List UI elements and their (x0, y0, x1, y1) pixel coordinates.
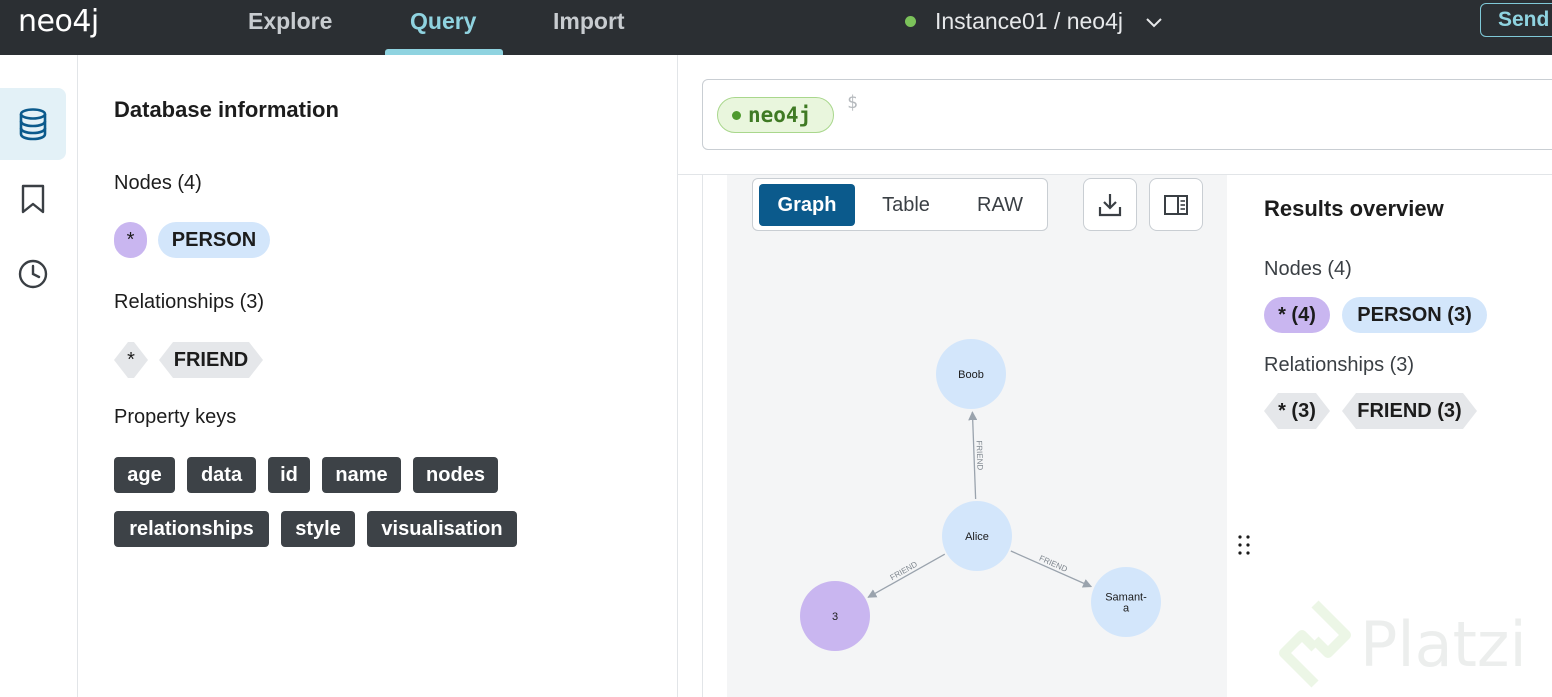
watermark-text: Platzi (1360, 607, 1527, 681)
result-view-switcher: Graph Table RAW (752, 178, 1048, 231)
toggle-results-panel-button[interactable] (1149, 178, 1203, 231)
neo4j-logo[interactable]: neo4j (18, 4, 99, 39)
history-icon (18, 259, 48, 289)
rail-saved-queries[interactable] (0, 163, 66, 235)
graph-node-label: Alice (965, 531, 989, 543)
relationship-edge-alice-three[interactable] (867, 553, 946, 598)
panel-title: Database information (114, 97, 339, 122)
overview-relationship-chip-friend[interactable]: FRIEND (3) (1342, 393, 1477, 429)
rail-query-history[interactable] (0, 238, 66, 310)
top-bar: neo4j Explore Query Import Instance01 / … (0, 0, 1552, 55)
property-key-age[interactable]: age (114, 457, 175, 493)
database-selector[interactable]: neo4j (717, 97, 834, 133)
side-rail (0, 55, 78, 697)
database-name: neo4j (748, 103, 812, 127)
graph-node-label: Samant- (1105, 592, 1147, 604)
chevron-down-icon (1146, 17, 1162, 27)
property-key-visualisation[interactable]: visualisation (367, 511, 517, 547)
instance-name: Instance01 / neo4j (935, 8, 1123, 34)
editor-prompt: $ (847, 92, 858, 113)
drag-handle-icon[interactable] (1236, 534, 1252, 556)
node-chip-person[interactable]: PERSON (158, 222, 270, 258)
platzi-logo-icon (1279, 600, 1351, 688)
rail-database-information[interactable] (0, 88, 66, 160)
connection-status-dot (905, 16, 916, 27)
relationship-chip-all[interactable]: * (114, 342, 148, 378)
relationship-label: FRIEND (1038, 554, 1069, 574)
logo-text: neo4j (18, 4, 99, 39)
tab-table[interactable]: Table (882, 193, 930, 216)
download-icon (1098, 193, 1122, 216)
database-status-dot (732, 110, 741, 120)
graph-node-label: Boob (958, 369, 984, 381)
graph-node-samantha[interactable] (1091, 567, 1161, 637)
tab-raw[interactable]: RAW (977, 193, 1023, 216)
database-icon (19, 108, 47, 141)
frame-border (702, 175, 703, 697)
database-information-panel: Database information Nodes (4) * PERSON … (78, 55, 678, 697)
relationship-edge-alice-samantha[interactable] (1010, 550, 1093, 588)
property-key-data[interactable]: data (187, 457, 256, 493)
relationship-chip-friend[interactable]: FRIEND (159, 342, 263, 378)
property-key-style[interactable]: style (281, 511, 355, 547)
graph-node-three[interactable] (800, 581, 870, 651)
relationship-label: FRIEND (974, 440, 984, 470)
property-key-id[interactable]: id (268, 457, 310, 493)
side-panel-icon (1164, 194, 1188, 215)
nav-explore[interactable]: Explore (248, 8, 333, 34)
results-overview-title: Results overview (1264, 196, 1444, 221)
nav-query[interactable]: Query (410, 8, 477, 34)
overview-nodes-label: Nodes (4) (1264, 258, 1352, 280)
cypher-editor[interactable]: neo4j $ (702, 79, 1552, 150)
download-button[interactable] (1083, 178, 1137, 231)
node-chip-all[interactable]: * (114, 222, 147, 258)
platzi-watermark: Platzi (1278, 600, 1527, 688)
overview-relationship-chip-all[interactable]: * (3) (1264, 393, 1330, 429)
relationships-label: Relationships (3) (114, 291, 265, 313)
nav-import[interactable]: Import (553, 8, 625, 34)
tab-graph[interactable]: Graph (759, 184, 855, 226)
overview-node-chip-all[interactable]: * (4) (1264, 297, 1330, 333)
divider (678, 174, 1552, 175)
overview-relationships-label: Relationships (3) (1264, 354, 1415, 376)
property-keys-label: Property keys (114, 406, 237, 428)
graph-node-boob[interactable] (936, 339, 1006, 409)
property-key-nodes[interactable]: nodes (413, 457, 498, 493)
active-tab-indicator (385, 49, 503, 55)
graph-node-label: a (1123, 603, 1130, 615)
instance-selector[interactable]: Instance01 / neo4j (905, 8, 1165, 35)
graph-node-label: 3 (832, 611, 838, 623)
property-key-relationships[interactable]: relationships (114, 511, 269, 547)
send-feedback-button[interactable]: Send (1480, 3, 1552, 37)
relationship-edge-alice-boob[interactable] (968, 411, 978, 500)
bookmark-icon (21, 184, 45, 214)
overview-node-chip-person[interactable]: PERSON (3) (1342, 297, 1487, 333)
graph-node-alice[interactable] (942, 501, 1012, 571)
nodes-label: Nodes (4) (114, 172, 202, 194)
property-key-name[interactable]: name (322, 457, 401, 493)
